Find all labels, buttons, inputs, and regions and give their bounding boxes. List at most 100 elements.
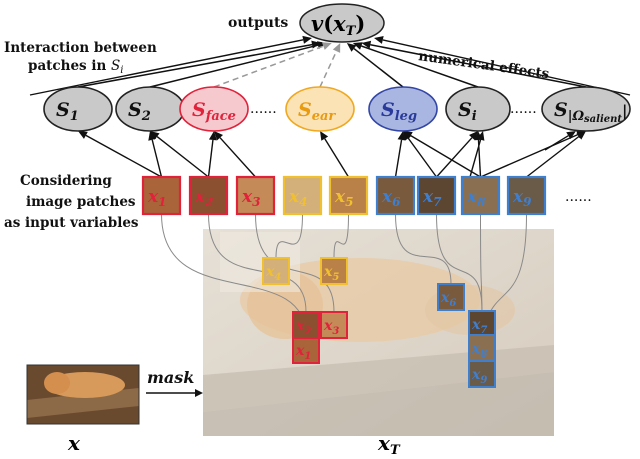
image-patch-1 [292,336,320,364]
patch-4: x4 [282,175,323,216]
image-patch-label: x8 [471,341,487,360]
patch-label: x8 [466,187,486,209]
numerical-effects-caption: numerical effects [417,48,550,82]
outputs-caption: outputs [228,15,288,31]
patch-to-node-arrow [480,133,579,178]
mask-arrowhead [195,389,203,397]
patch-box [328,175,369,216]
patch-to-node-arrow-head [150,131,160,140]
image-patch-7 [468,310,496,338]
node-S1 [43,86,113,132]
patch-location-line [255,213,335,313]
node-to-output-arrow-head [302,35,312,44]
node-Sface [179,86,249,132]
patch-box [188,175,229,216]
node-to-output-arrow-head [374,36,384,44]
patch-box [460,175,501,216]
xT-label: xT [377,431,401,458]
output-node-label: v(xT) [311,11,365,39]
patch-ellipsis: ...... [565,189,592,205]
node-to-output-arrow [353,47,404,88]
image-patch-label: x1 [295,343,311,362]
patch-to-node-arrow-head [214,131,223,141]
patch-to-node-arrow-head [320,131,329,141]
node-Sear [285,86,355,132]
patch-8: x8 [460,175,501,216]
node-to-output-arrow [29,39,304,96]
image-patch-label: x5 [323,264,339,283]
patch-location-line [395,213,452,285]
patch-label: x4 [288,187,308,209]
patch-to-node-arrow [156,136,209,178]
patch-6: x6 [375,175,416,216]
node-to-output-arrow [77,43,313,88]
image-patch-label: x2 [295,318,311,337]
patch-to-node-arrow-head [576,131,586,140]
node-to-output-arrow [370,43,587,88]
patch-to-node-arrow [207,139,214,178]
patch-box [141,175,182,216]
image-patch-label: x9 [471,367,487,386]
patch-caption-line2: image patches [26,194,136,210]
node-label-S2: S2 [128,99,151,124]
node-to-output-arrows [29,35,631,96]
node-to-output-arrow-head [352,42,363,50]
patch-2: x2 [188,175,229,216]
node-ellipsis: ...... [250,101,277,117]
image-patch-6 [437,283,465,311]
patch-to-node-arrow [219,137,257,178]
interaction-caption-line1: Interaction between [4,40,157,56]
image-patch-label: x4 [265,264,281,283]
node-to-output-arrow [319,50,338,88]
node-to-output-arrow [149,44,319,88]
image-patch-5 [320,257,348,285]
x-label: x [67,431,81,455]
patch-to-node-arrow-head [476,131,485,141]
node-to-output-arrow-head [346,43,357,52]
patch-7: x7 [416,175,457,216]
patch-label: x5 [334,187,354,209]
patch-5: x5 [328,175,369,216]
patch-label: x7 [422,187,442,209]
patch-to-node-arrow-head [403,131,413,140]
node-Ssal [541,86,631,132]
node-label-Ssal: S|Ωsalient| [554,99,627,125]
patch-label: x3 [241,187,261,209]
patch-box [375,175,416,216]
patch-to-node-arrow-head [469,131,478,141]
patch-1: x1 [141,175,182,216]
node-to-output-arrow-head [361,40,372,49]
patch-3: x3 [235,175,276,216]
node-to-output-arrow [382,39,631,96]
node-to-output-arrow [361,45,479,88]
patch-to-node-arrow [324,138,350,178]
patch-box [235,175,276,216]
patch-to-node-arrow [410,134,481,178]
patch-to-node-arrow-head [566,131,576,140]
patch-to-node-arrow [526,135,580,178]
patch-location-line [333,213,349,259]
node-to-output-arrow-head [332,43,341,53]
patch-label: x1 [147,187,167,209]
patch-to-node-arrow-head [208,131,217,141]
node-to-output-arrow-head [321,42,332,50]
image-patch-9 [468,360,496,388]
patch-location-line [208,213,307,313]
image-patch-label: x3 [323,318,339,337]
node-label-Sface: Sface [192,99,236,124]
patch-to-node-arrows [78,130,586,178]
patch-to-node-arrow [85,134,162,178]
node-ellipsis: ...... [510,101,537,117]
image-patch-3 [320,311,348,339]
patch-caption-line3: as input variables [4,215,139,231]
node-label-Sleg: Sleg [381,99,417,124]
image-patch-4 [262,257,290,285]
patch-to-node-arrow [435,137,473,178]
patch-to-node-arrow [394,139,403,178]
patch-to-node-arrow [151,139,163,178]
patch-to-node-arrow [407,137,438,178]
